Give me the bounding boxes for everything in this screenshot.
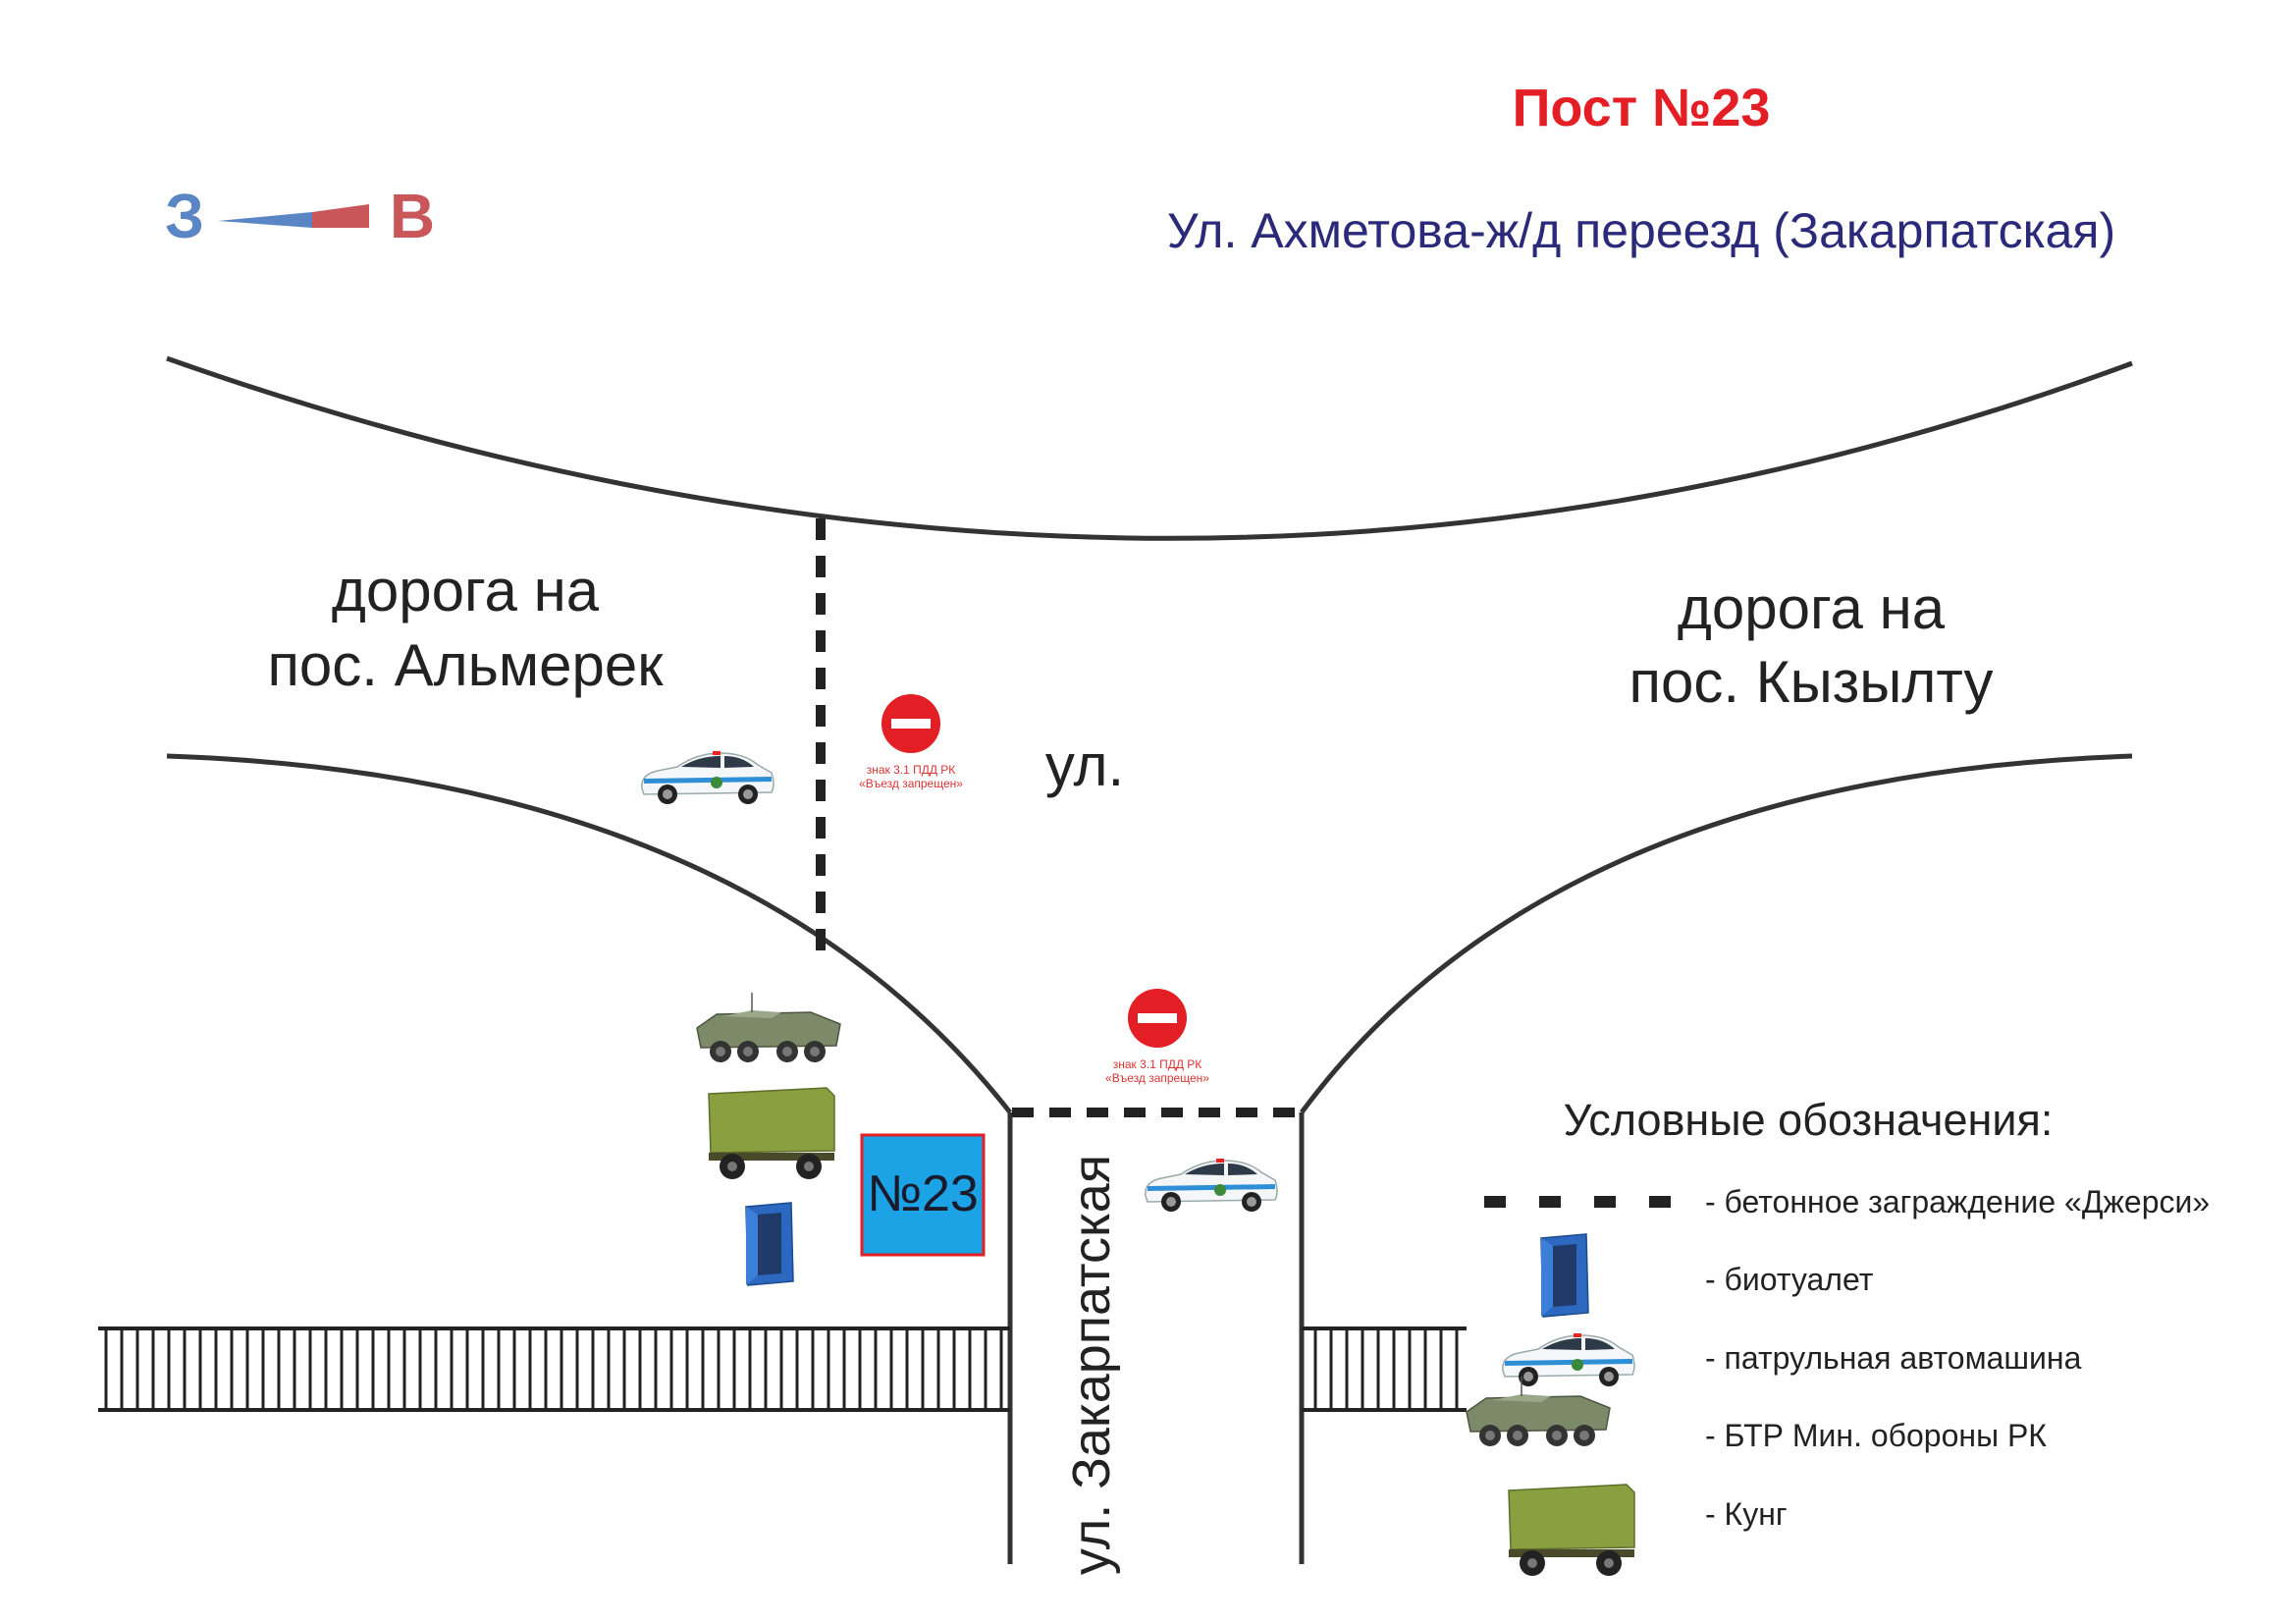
sign-caption-line1: знак 3.1 ПДД РК	[1113, 1057, 1202, 1071]
road-left-label-line2: пос. Альмерек	[267, 632, 664, 698]
post-box-label: №23	[867, 1165, 979, 1222]
road-left-label-line1: дорога на	[332, 558, 600, 623]
no-entry-sign-1: знак 3.1 ПДД РК «Въезд запрещен»	[859, 694, 963, 790]
post-title: Пост №23	[1513, 79, 1771, 137]
legend: Условные обозначения: - бетонное загражд…	[1466, 1095, 2210, 1577]
legend-item-label: - патрульная автомашина	[1705, 1340, 2082, 1376]
sign-caption-line1: знак 3.1 ПДД РК	[867, 763, 956, 777]
apc-icon	[696, 992, 841, 1063]
legend-item-label: - БТР Мин. обороны РК	[1705, 1418, 2047, 1453]
railway-right	[1302, 1326, 1467, 1412]
apc-icon	[1466, 1376, 1611, 1447]
road-right-lower-edge	[1299, 753, 2133, 1114]
sign-caption-line2: «Въезд запрещен»	[859, 777, 963, 790]
road-right-label-line1: дорога на	[1678, 575, 1946, 641]
kung-icon	[1508, 1484, 1635, 1577]
legend-item-label: - бетонное заграждение «Джерси»	[1705, 1184, 2210, 1219]
post-box: №23	[860, 1133, 986, 1257]
compass-needle-east	[312, 204, 369, 228]
patrol-car-icon	[1502, 1332, 1635, 1387]
road-right-label-line2: пос. Кызылту	[1629, 649, 1993, 715]
no-entry-sign-2: знак 3.1 ПДД РК «Въезд запрещен»	[1105, 989, 1209, 1085]
no-entry-icon	[881, 694, 940, 753]
toilet-icon	[1540, 1233, 1589, 1318]
street-short-label: ул.	[1045, 732, 1124, 798]
legend-title: Условные обозначения:	[1564, 1095, 2054, 1145]
compass-west-east: З В	[165, 181, 435, 251]
compass-needle-west	[218, 212, 312, 228]
kung-icon	[708, 1087, 835, 1180]
legend-item-label: - биотуалет	[1705, 1262, 1874, 1297]
road-top-edge	[166, 355, 2133, 541]
sign-caption-line2: «Въезд запрещен»	[1105, 1071, 1209, 1085]
patrol-car-icon	[1145, 1158, 1278, 1213]
compass-west-label: З	[165, 181, 204, 251]
legend-item-label: - Кунг	[1705, 1496, 1788, 1532]
toilet-icon	[745, 1202, 794, 1286]
railway-left	[98, 1326, 1010, 1412]
road-left-lower-edge	[166, 753, 1012, 1114]
patrol-car-icon	[641, 750, 774, 805]
post-subtitle: Ул. Ахметова-ж/д переезд (Закарпатская)	[1167, 203, 2115, 258]
road-edges	[166, 355, 2133, 1564]
compass-east-label: В	[390, 181, 435, 251]
street-vertical-label: ул. Закарпатская	[1062, 1155, 1121, 1575]
no-entry-icon	[1128, 989, 1187, 1048]
